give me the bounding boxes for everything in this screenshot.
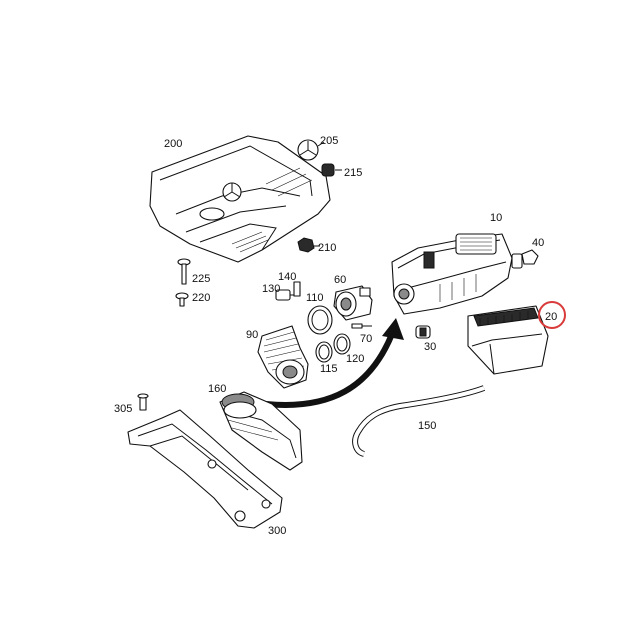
label-220: 220 [192,292,210,304]
label-200: 200 [164,138,182,150]
label-90: 90 [246,329,258,341]
bolt-305-part [137,393,149,411]
air-mass-sensor-60-part [333,285,373,321]
engine-cover-part [149,135,331,263]
label-40: 40 [532,237,544,249]
filter-element-part [467,305,549,375]
label-305: 305 [114,403,132,415]
label-10: 10 [490,212,502,224]
assembly-arrow [265,318,404,408]
label-120: 120 [346,353,364,365]
seal-120-part [333,333,351,355]
drain-pipe-part [352,385,486,457]
label-215: 215 [344,167,362,179]
label-150: 150 [418,420,436,432]
screw-140-part [293,281,301,297]
support-bracket-part [127,409,283,529]
air-filter-housing-part [391,233,523,315]
screw-70-part [351,323,372,329]
label-20: 20 [545,311,557,323]
label-210: 210 [318,242,336,254]
label-205: 205 [320,135,338,147]
grommet-40-part [521,249,539,265]
intake-duct-part [219,391,303,471]
bolt-220-part [175,292,189,307]
label-130: 130 [262,283,280,295]
label-110: 110 [306,292,324,304]
label-300: 300 [268,525,286,537]
bolt-225-part [177,258,191,285]
label-70: 70 [360,333,372,345]
label-160: 160 [208,383,226,395]
label-225: 225 [192,273,210,285]
label-140: 140 [278,271,296,283]
star-emblem-part [297,139,325,161]
intake-hose-90-part [257,325,309,389]
label-115: 115 [320,363,338,375]
seal-30-part [415,325,431,339]
clamp-110-part [307,305,333,335]
label-60: 60 [334,274,346,286]
highlight-circle [538,301,566,329]
seal-115-part [315,341,333,363]
grommet-part [321,163,342,177]
nut-part [297,237,320,253]
label-30: 30 [424,341,436,353]
